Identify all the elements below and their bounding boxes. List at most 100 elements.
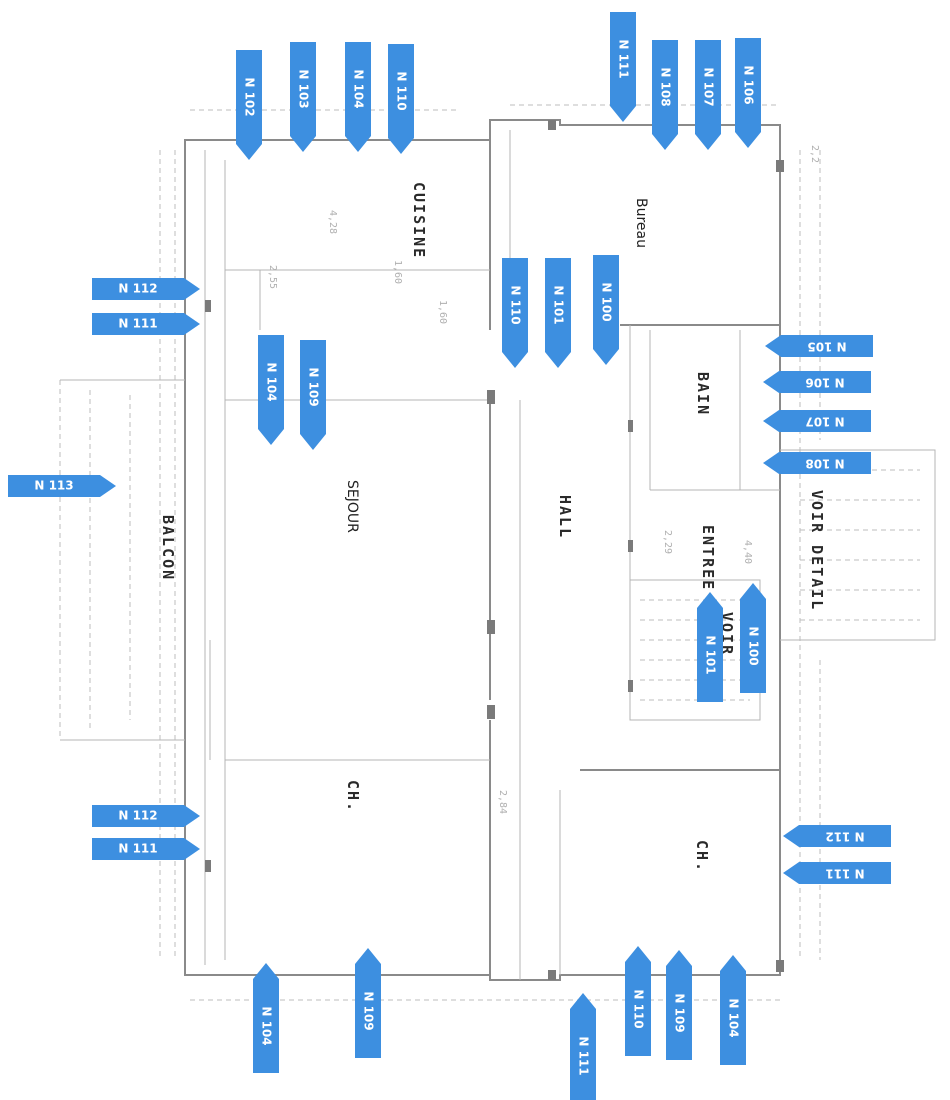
section-marker: N 111 xyxy=(570,993,596,1100)
faint-dimensions: 4,28 1,60 2,55 1,60 2,84 4,40 2,29 2,2 xyxy=(267,145,820,814)
section-marker-arrow xyxy=(8,475,116,497)
section-marker-label: N 109 xyxy=(307,367,321,406)
dimension-label: 2,55 xyxy=(267,265,278,289)
section-marker-label: N 113 xyxy=(34,479,73,493)
section-marker: N 110 xyxy=(388,44,414,154)
section-marker-arrow xyxy=(652,40,678,150)
section-markers: N 102 N 103 N 104 N 110 N 111 N 108 N 107 N 106… xyxy=(8,12,891,1100)
section-marker-label: N 101 xyxy=(704,635,718,674)
section-marker: N 111 xyxy=(610,12,636,122)
section-marker-label: N 108 xyxy=(659,67,673,106)
section-marker: N 100 xyxy=(740,583,766,693)
section-marker-label: N 104 xyxy=(352,69,366,108)
section-marker-label: N 111 xyxy=(825,867,864,881)
section-marker-arrow xyxy=(720,955,746,1065)
section-marker-label: N 103 xyxy=(297,69,311,108)
wall-markers xyxy=(205,120,784,980)
section-marker-label: N 111 xyxy=(118,842,157,856)
section-marker-label: N 100 xyxy=(747,626,761,665)
section-marker-label: N 112 xyxy=(825,830,864,844)
room-label-ch-left: CH. xyxy=(344,780,362,813)
section-marker-arrow xyxy=(610,12,636,122)
section-marker: N 102 xyxy=(236,50,262,160)
section-marker-label: N 109 xyxy=(673,993,687,1032)
section-marker: N 111 xyxy=(783,862,891,884)
section-marker: N 111 xyxy=(92,838,200,860)
section-marker-label: N 100 xyxy=(600,282,614,321)
section-marker-label: N 104 xyxy=(260,1006,274,1045)
section-marker: N 111 xyxy=(92,313,200,335)
section-marker-label: N 111 xyxy=(118,317,157,331)
section-marker-arrow xyxy=(92,313,200,335)
section-marker-label: N 111 xyxy=(617,39,631,78)
section-marker-arrow xyxy=(545,258,571,368)
section-marker-label: N 104 xyxy=(727,998,741,1037)
section-marker-label: N 110 xyxy=(509,285,523,324)
section-marker-label: N 109 xyxy=(362,991,376,1030)
section-marker-arrow xyxy=(625,946,651,1056)
section-marker-arrow xyxy=(763,410,871,432)
section-marker: N 104 xyxy=(258,335,284,445)
section-marker-arrow xyxy=(300,340,326,450)
dimension-label: 4,28 xyxy=(327,210,338,234)
section-marker-arrow xyxy=(236,50,262,160)
room-labels: Bureau CUISINE SEJOUR BALCON HALL ENTREE… xyxy=(159,182,826,873)
room-label-cuisine: CUISINE xyxy=(410,182,428,259)
section-marker: N 112 xyxy=(92,278,200,300)
section-marker-label: N 105 xyxy=(807,340,846,354)
section-marker-arrow xyxy=(355,948,381,1058)
section-marker: N 110 xyxy=(625,946,651,1056)
section-marker: N 107 xyxy=(763,410,871,432)
room-label-ch-right: CH. xyxy=(693,840,711,873)
section-marker: N 112 xyxy=(783,825,891,847)
section-marker-arrow xyxy=(783,825,891,847)
section-marker-label: N 107 xyxy=(702,67,716,106)
section-marker-label: N 106 xyxy=(805,376,844,390)
section-marker-arrow xyxy=(345,42,371,152)
section-marker-label: N 104 xyxy=(265,362,279,401)
section-marker-label: N 108 xyxy=(805,457,844,471)
section-marker: N 107 xyxy=(695,40,721,150)
dimension-label: 2,84 xyxy=(497,790,508,814)
room-label-voir-detail: VOIR DETAIL xyxy=(808,490,826,611)
section-marker: N 103 xyxy=(290,42,316,152)
room-label-sejour: SEJOUR xyxy=(344,480,360,533)
section-marker-label: N 106 xyxy=(742,65,756,104)
dimension-label: 2,29 xyxy=(662,530,673,554)
section-marker-label: N 110 xyxy=(395,71,409,110)
section-marker-arrow xyxy=(763,452,871,474)
section-marker-arrow xyxy=(783,862,891,884)
section-marker-label: N 102 xyxy=(243,77,257,116)
section-marker: N 108 xyxy=(763,452,871,474)
section-marker: N 109 xyxy=(666,950,692,1060)
section-marker-arrow xyxy=(92,838,200,860)
section-marker-arrow xyxy=(92,805,200,827)
section-marker: N 109 xyxy=(355,948,381,1058)
section-marker: N 105 xyxy=(765,335,873,357)
section-marker-arrow xyxy=(258,335,284,445)
section-marker-arrow xyxy=(593,255,619,365)
room-label-balcon: BALCON xyxy=(159,515,177,581)
section-marker: N 113 xyxy=(8,475,116,497)
section-marker-arrow xyxy=(735,38,761,148)
section-marker-label: N 110 xyxy=(632,989,646,1028)
section-marker-arrow xyxy=(763,371,871,393)
room-label-bain: BAIN xyxy=(694,372,712,416)
section-marker-arrow xyxy=(695,40,721,150)
section-marker-label: N 107 xyxy=(805,415,844,429)
section-marker: N 106 xyxy=(763,371,871,393)
section-marker-arrow xyxy=(740,583,766,693)
section-marker: N 101 xyxy=(697,592,723,702)
section-marker-arrow xyxy=(502,258,528,368)
section-marker-arrow xyxy=(253,963,279,1073)
section-marker: N 108 xyxy=(652,40,678,150)
section-marker-arrow xyxy=(570,993,596,1100)
room-label-bureau: Bureau xyxy=(633,198,649,248)
section-marker: N 104 xyxy=(345,42,371,152)
dimension-label: 4,40 xyxy=(742,540,753,564)
section-marker-arrow xyxy=(697,592,723,702)
section-marker: N 109 xyxy=(300,340,326,450)
section-marker: N 106 xyxy=(735,38,761,148)
section-marker: N 110 xyxy=(502,258,528,368)
